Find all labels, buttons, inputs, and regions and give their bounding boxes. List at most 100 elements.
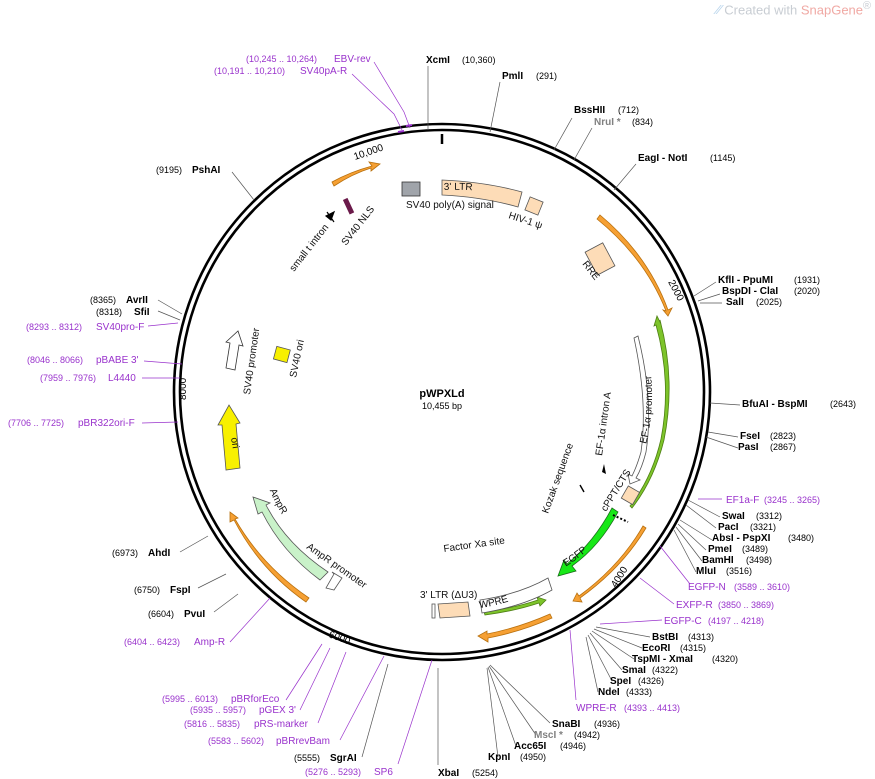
site-ahdi-pos: (6973) — [112, 548, 138, 558]
primer-sv40pro-f-pos: (8293 .. 8312) — [26, 322, 82, 332]
backbone — [172, 122, 712, 662]
site-sali-pos: (2025) — [756, 297, 782, 307]
site-sfii-pos: (8318) — [96, 307, 122, 317]
feature-arc-wpre-orange — [477, 613, 553, 643]
feature-3ltr — [441, 179, 523, 208]
feature-ori-label: ori — [228, 437, 241, 450]
site-avrii-pos: (8365) — [90, 295, 116, 305]
primer-amp-r: Amp-R — [194, 637, 225, 648]
site-swai: SwaI — [722, 511, 745, 522]
site-pmei: PmeI — [708, 544, 732, 555]
feature-ampr-promoter-arrow — [325, 571, 343, 591]
site-pvui: PvuI — [184, 609, 205, 620]
primer-prs-marker: pRS-marker — [254, 719, 309, 730]
site-acc65i: Acc65I — [514, 741, 546, 752]
site-bfuai-bspmi: BfuAI - BspMI — [742, 399, 808, 410]
primer-sp6: SP6 — [374, 767, 393, 778]
site-bamhi: BamHI — [702, 555, 734, 566]
site-avrii: AvrII — [126, 295, 148, 306]
feature-3ltr-label: 3' LTR — [444, 182, 473, 194]
feature-sv40-promoter-label: SV40 promoter — [242, 327, 262, 396]
site-bspdi-clai-pos: (2020) — [794, 286, 820, 296]
tick-label-6000: 6000 — [327, 629, 352, 647]
site-sali: SalI — [726, 297, 744, 308]
primer-pbr322ori-f-pos: (7706 .. 7725) — [8, 418, 64, 428]
site-pmli: PmlI — [502, 71, 523, 82]
plasmid-size: 10,455 bp — [422, 401, 462, 411]
tick-label-8000: 8000 — [178, 377, 189, 400]
site-tspmi-xmai: TspMI - XmaI — [632, 654, 693, 665]
site-kpni-pos: (4950) — [520, 752, 546, 762]
feature-cppt-box — [620, 485, 641, 506]
site-xbai: XbaI — [438, 768, 459, 779]
primer-pgex3-pos: (5935 .. 5957) — [190, 705, 246, 715]
site-nrui: NruI * — [594, 117, 621, 128]
snapgene-watermark: ⁄⁄Created with SnapGene® — [716, 0, 871, 18]
feature-wpre-box — [479, 577, 553, 614]
primer-l4440: L4440 — [108, 373, 136, 384]
plasmid-name: pWPXLd — [419, 388, 464, 400]
primer-l4440-pos: (7959 .. 7976) — [40, 373, 96, 383]
site-pmli-pos: (291) — [536, 71, 557, 81]
primer-sp6-pos: (5276 .. 5293) — [305, 767, 361, 777]
feature-ef1a-intron-glyph — [602, 464, 606, 474]
site-fspi: FspI — [170, 585, 191, 596]
primer-egfp-c-pos: (4197 .. 4218) — [708, 616, 764, 626]
site-smai-pos: (4322) — [652, 665, 678, 675]
feature-sv40-polya-box — [401, 181, 421, 197]
feature-3ltr-du3-label: 3' LTR (ΔU3) — [420, 590, 477, 601]
primer-sv40pro-f: SV40pro-F — [96, 322, 144, 333]
feature-arc-ef1a-green — [629, 314, 670, 509]
primer-pbrrevbam-pos: (5583 .. 5602) — [208, 736, 264, 746]
site-bstbi-pos: (4313) — [688, 632, 714, 642]
primer-pgex3: pGEX 3' — [259, 705, 296, 716]
primers: (10,245 .. 10,264) EBV-rev (10,191 .. 10… — [8, 54, 820, 778]
site-pasi: PasI — [738, 442, 759, 453]
site-kpni: KpnI — [488, 752, 510, 763]
primer-egfp-n: EGFP-N — [688, 582, 726, 593]
primer-prs-marker-pos: (5816 .. 5835) — [184, 719, 240, 729]
feature-sv40-nls-glyph — [342, 197, 355, 215]
site-bamhi-pos: (3498) — [746, 555, 772, 565]
feature-small-t-intron-glyph — [324, 210, 336, 223]
site-mlui: MluI — [696, 566, 716, 577]
primer-ef1a-f: EF1a-F — [726, 495, 759, 506]
feature-ori-arrow — [217, 404, 241, 471]
feature-sv40-ori-box — [272, 345, 291, 364]
primer-ebv-rev: EBV-rev — [334, 54, 371, 65]
site-fsei: FseI — [740, 431, 760, 442]
feature-3ltr-du3-box — [437, 601, 471, 619]
site-snabi: SnaBI — [552, 719, 581, 730]
site-bsshii: BssHII — [574, 105, 605, 116]
feature-ampr-arrow — [252, 496, 329, 581]
primer-sv40pa-r-pos: (10,191 .. 10,210) — [214, 66, 285, 76]
tick-label-2000: 2000 — [665, 278, 685, 303]
primer-wpre-r: WPRE-R — [576, 703, 617, 714]
site-kfli-ppumi: KflI - PpuMI — [718, 275, 773, 286]
site-fspi-pos: (6750) — [134, 585, 160, 595]
feature-arc-egfp-orange — [572, 525, 647, 603]
feature-arc-rre-right — [596, 214, 673, 317]
feature-kozak-label: Kozak sequence — [540, 441, 576, 515]
primer-sv40pa-r: SV40pA-R — [300, 66, 347, 77]
site-xbai-pos: (5254) — [472, 768, 498, 778]
restriction-sites: XcmI (10,360) PmlI (291) BssHII (712) Nr… — [90, 55, 856, 779]
feature-ef1a-intron-label: EF-1α intron A — [594, 391, 614, 456]
feature-egfp-arrow — [557, 507, 619, 577]
primer-amp-r-pos: (6404 .. 6423) — [124, 637, 180, 647]
primer-pbr322ori-f: pBR322ori-F — [78, 418, 135, 429]
feature-sv40-promoter-arrow — [225, 330, 244, 371]
site-paci-pos: (3321) — [750, 522, 776, 532]
site-mlui-pos: (3516) — [726, 566, 752, 576]
site-pshai: PshAI — [192, 165, 221, 176]
feature-ef1a-promoter-label: EF-1α promoter — [638, 375, 655, 445]
feature-sv40-nls-label: SV40 NLS — [340, 204, 378, 248]
site-ahdi: AhdI — [148, 548, 170, 559]
feature-hiv-psi-box — [524, 196, 544, 216]
feature-ef1a-promoter-arrow — [627, 335, 650, 485]
feature-arc-wpre-green — [483, 596, 547, 616]
feature-egfp-dashes — [612, 514, 629, 523]
site-pvui-pos: (6604) — [148, 609, 174, 619]
site-smai: SmaI — [622, 665, 646, 676]
